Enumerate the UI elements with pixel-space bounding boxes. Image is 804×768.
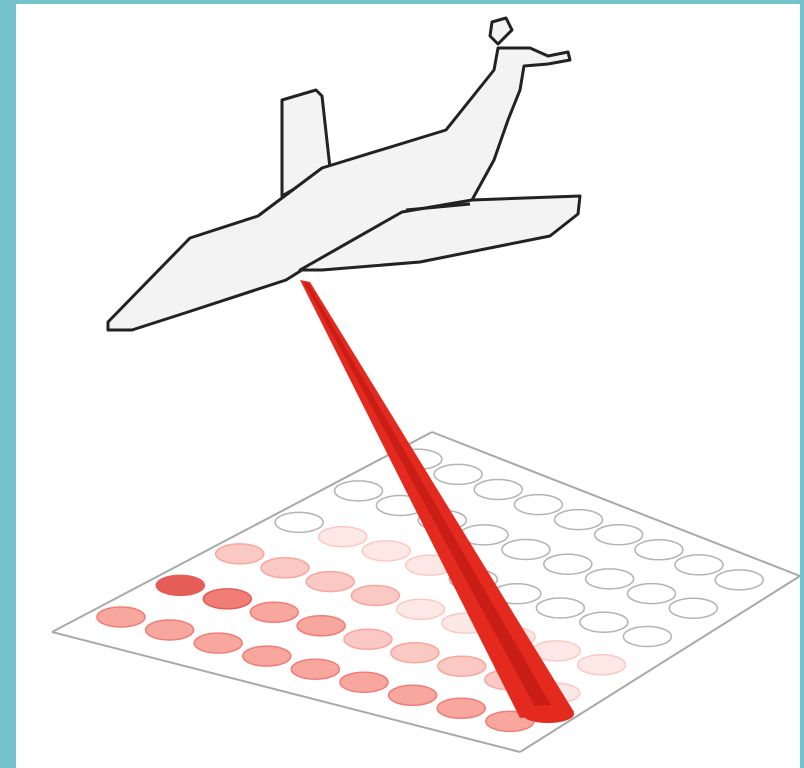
footprint-cell — [675, 555, 723, 575]
footprint-cell — [146, 620, 194, 640]
footprint-cell — [243, 646, 291, 666]
footprint-cell — [555, 510, 603, 530]
footprint-cell — [514, 495, 562, 515]
footprint-cell — [362, 541, 410, 561]
aircraft-fuselage — [108, 48, 570, 330]
aircraft-tail-cap — [490, 18, 512, 44]
footprint-cell — [397, 599, 445, 619]
footprint-cell — [319, 527, 367, 547]
footprint-cell — [502, 540, 550, 560]
grid-edge-right — [432, 432, 800, 576]
footprint-cell — [275, 512, 323, 532]
footprint-cell — [297, 616, 345, 636]
footprint-cell — [156, 575, 204, 595]
footprint-cell — [715, 570, 763, 590]
footprint-cell — [340, 672, 388, 692]
footprint-cell — [391, 643, 439, 663]
footprint-cell — [474, 480, 522, 500]
laser-beam-spot — [522, 705, 574, 723]
footprint-cell — [261, 558, 309, 578]
footprint-cell — [623, 627, 671, 647]
footprint-cell — [291, 659, 339, 679]
footprint-cell — [437, 698, 485, 718]
footprint-cell — [586, 569, 634, 589]
footprint-cell — [536, 598, 584, 618]
footprint-cell — [203, 589, 251, 609]
footprint-cell — [216, 544, 264, 564]
footprint-cell — [628, 584, 676, 604]
footprint-cell — [344, 629, 392, 649]
aircraft — [108, 18, 580, 330]
footprint-cell — [438, 656, 486, 676]
footprint-cell — [595, 525, 643, 545]
footprint-cell — [250, 602, 298, 622]
footprint-cell — [389, 685, 437, 705]
footprint-cell — [97, 607, 145, 627]
footprint-cell — [669, 598, 717, 618]
footprint-cell — [578, 655, 626, 675]
footprint-cell — [544, 554, 592, 574]
footprint-cell — [306, 572, 354, 592]
footprint-cell — [335, 481, 383, 501]
footprint-cell — [194, 633, 242, 653]
footprint-cell — [351, 586, 399, 606]
footprint-cell — [580, 612, 628, 632]
footprint-cell — [635, 540, 683, 560]
footprint-cell — [434, 464, 482, 484]
